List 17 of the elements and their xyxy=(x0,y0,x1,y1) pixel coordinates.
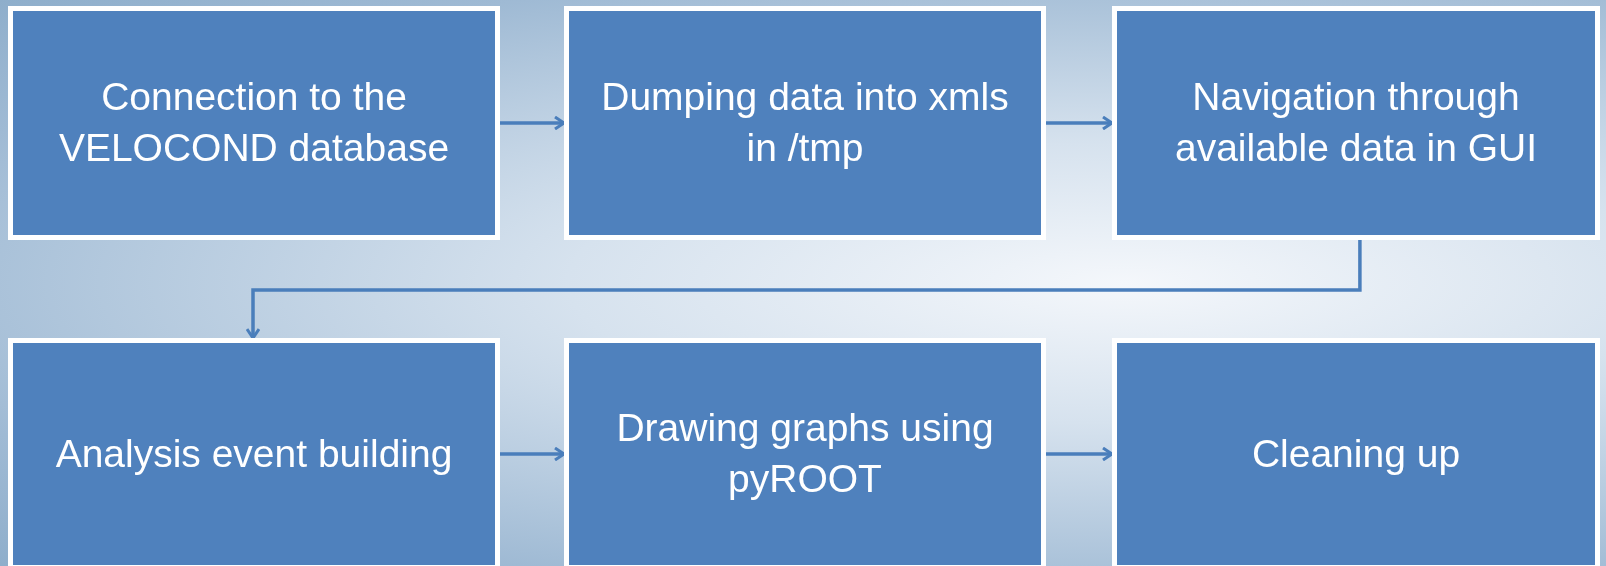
box-label: Dumping data into xmls in /tmp xyxy=(600,74,1010,171)
arrow xyxy=(1046,446,1114,462)
process-box xyxy=(8,338,500,566)
box-label: Navigation through available data in GUI xyxy=(1173,74,1538,171)
process-box xyxy=(564,6,1046,240)
box-label: Connection to the VELOCOND database xyxy=(57,74,451,171)
box-label: Analysis event building xyxy=(55,430,453,477)
box-label: Cleaning up xyxy=(1251,430,1461,477)
process-box xyxy=(564,338,1046,566)
arrow xyxy=(500,115,566,131)
arrow xyxy=(245,240,1362,340)
process-box xyxy=(1112,6,1600,240)
process-box xyxy=(1112,338,1600,566)
process-box xyxy=(8,6,500,240)
arrow xyxy=(1046,115,1114,131)
box-label: Drawing graphs using pyROOT xyxy=(615,405,995,502)
arrow xyxy=(500,446,566,462)
